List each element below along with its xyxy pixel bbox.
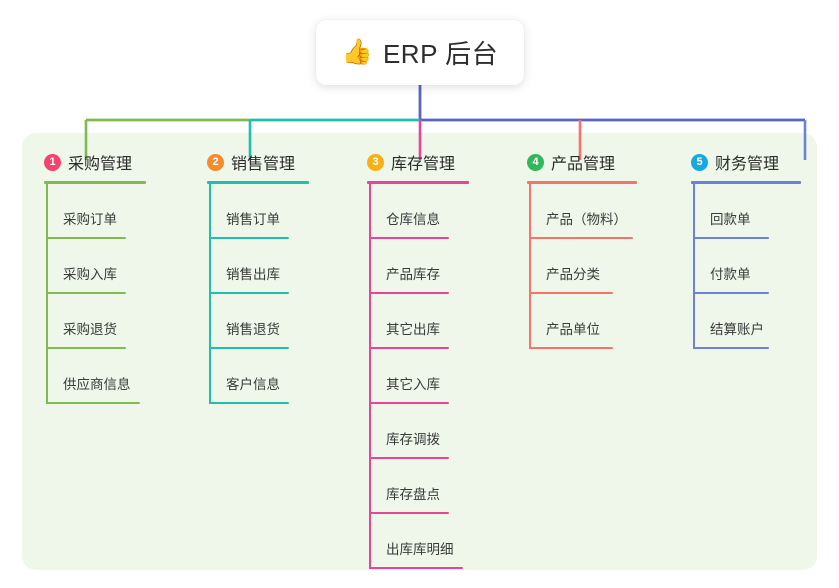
column-header-4[interactable]: 4 产品管理	[527, 148, 637, 176]
leaf-underline	[46, 237, 126, 239]
column-title-1: 采购管理	[68, 156, 133, 173]
diagram-panel	[22, 133, 817, 570]
column-spine-1	[46, 184, 48, 404]
leaf-underline	[46, 402, 140, 404]
column-产品管理: 4 产品管理产品（物料） 产品分类产品单位	[527, 148, 637, 349]
column-spine-5	[693, 184, 695, 349]
column-title-4: 产品管理	[551, 156, 616, 173]
leaf-label: 其它入库	[386, 377, 440, 392]
leaf-label: 采购订单	[63, 212, 117, 227]
leaf-label: 销售出库	[226, 267, 280, 282]
root-node-title: ERP 后台	[382, 39, 499, 69]
leaf-underline	[529, 292, 613, 294]
leaf-label: 付款单	[710, 267, 751, 282]
leaf-underline	[369, 402, 449, 404]
column-title-5: 财务管理	[715, 156, 780, 173]
leaf-underline	[693, 237, 769, 239]
leaf-label: 采购退货	[63, 322, 117, 337]
leaf-underline	[369, 567, 463, 569]
column-header-2[interactable]: 2 销售管理	[207, 148, 309, 176]
leaf-underline	[46, 292, 126, 294]
leaf-underline	[529, 347, 613, 349]
column-title-2: 销售管理	[231, 156, 296, 173]
leaf-underline	[693, 292, 769, 294]
thumbs-up-icon: 👍	[341, 38, 373, 66]
root-node-content: 👍 ERP 后台	[342, 34, 498, 71]
column-销售管理: 2 销售管理销售订单销售出库销售退货客户信息	[207, 148, 309, 404]
leaf-label: 出库库明细	[386, 542, 454, 557]
column-spine-2	[209, 184, 211, 404]
column-spine-3	[369, 184, 371, 569]
leaf-label: 客户信息	[226, 377, 280, 392]
leaf-underline	[46, 347, 126, 349]
column-spine-4	[529, 184, 531, 349]
leaf-underline	[209, 347, 289, 349]
column-header-5[interactable]: 5 财务管理	[691, 148, 801, 176]
leaf-label: 产品库存	[386, 267, 440, 282]
column-采购管理: 1 采购管理采购订单采购入库采购退货供应商信息	[44, 148, 146, 404]
column-underline-1	[44, 181, 146, 184]
column-title-3: 库存管理	[391, 156, 456, 173]
leaf-label: 采购入库	[63, 267, 117, 282]
leaf-label: 库存调拨	[386, 432, 440, 447]
leaf-underline	[209, 237, 289, 239]
column-header-1[interactable]: 1 采购管理	[44, 148, 146, 176]
leaf-underline	[369, 292, 449, 294]
leaf-label: 仓库信息	[386, 212, 440, 227]
leaf-label: 产品单位	[546, 322, 600, 337]
column-badge-3: 3	[367, 153, 384, 171]
column-库存管理: 3 库存管理仓库信息产品库存其它出库其它入库库存调拨库存盘点出库库明细	[367, 148, 469, 569]
column-underline-3	[367, 181, 469, 184]
leaf-label: 其它出库	[386, 322, 440, 337]
leaf-label: 产品（物料）	[546, 212, 627, 227]
leaf-label: 销售退货	[226, 322, 280, 337]
leaf-label: 销售订单	[226, 212, 280, 227]
leaf-label: 回款单	[710, 212, 751, 227]
leaf-underline	[369, 457, 449, 459]
leaf-label: 库存盘点	[386, 487, 440, 502]
leaf-label: 结算账户	[710, 322, 764, 337]
column-财务管理: 5 财务管理回款单付款单结算账户	[691, 148, 801, 349]
root-node-card[interactable]: 👍 ERP 后台	[316, 20, 524, 85]
leaf-underline	[209, 402, 289, 404]
column-badge-5: 5	[691, 153, 708, 171]
column-badge-2: 2	[207, 153, 224, 171]
leaf-label: 供应商信息	[63, 377, 131, 392]
column-badge-4: 4	[527, 153, 544, 171]
leaf-underline	[529, 237, 633, 239]
leaf-underline	[209, 292, 289, 294]
leaf-underline	[693, 347, 769, 349]
leaf-label: 产品分类	[546, 267, 600, 282]
leaf-underline	[369, 237, 449, 239]
leaf-underline	[369, 512, 449, 514]
column-underline-5	[691, 181, 801, 184]
leaf-underline	[369, 347, 449, 349]
column-badge-1: 1	[44, 153, 61, 171]
column-underline-4	[527, 181, 637, 184]
column-underline-2	[207, 181, 309, 184]
column-header-3[interactable]: 3 库存管理	[367, 148, 469, 176]
